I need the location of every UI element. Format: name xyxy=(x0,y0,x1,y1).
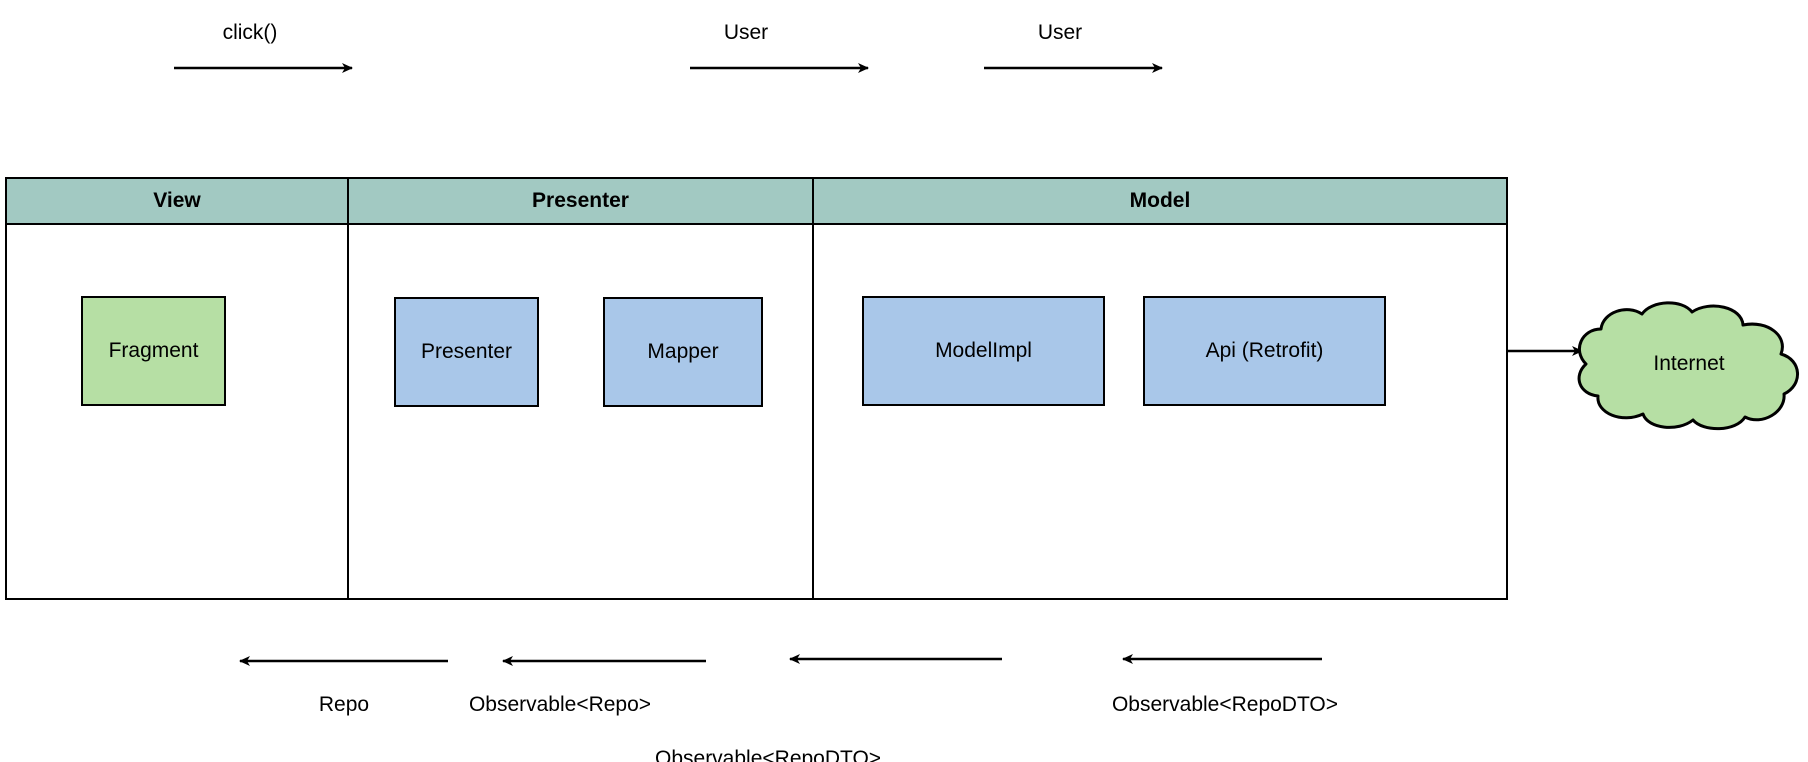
layer-body-presenter: Presenter Mapper xyxy=(349,225,812,598)
top-arrow-label-user-1: User xyxy=(723,21,769,44)
return-label-repo: Repo xyxy=(318,693,370,716)
return-label-line1: Observable<RepoDTO> xyxy=(655,746,882,762)
top-arrow-label-user-2: User xyxy=(1037,21,1083,44)
internet-cloud-shape[interactable] xyxy=(1570,301,1808,431)
component-presenter-label: Presenter xyxy=(420,340,513,364)
top-arrow-label-click: click() xyxy=(222,21,278,44)
layer-body-model: ModelImpl Api (Retrofit) xyxy=(814,225,1506,598)
layer-header-presenter: Presenter xyxy=(349,179,812,225)
architecture-layers-panel: View Fragment Presenter Presenter Mapper… xyxy=(5,177,1508,600)
layer-column-model: Model ModelImpl Api (Retrofit) xyxy=(812,179,1506,598)
component-fragment-label: Fragment xyxy=(108,339,199,363)
component-fragment[interactable]: Fragment xyxy=(81,296,226,406)
layer-column-presenter: Presenter Presenter Mapper xyxy=(347,179,812,598)
return-label-observable-repodto: Observable<RepoDTO> xyxy=(1111,693,1339,716)
layer-column-view: View Fragment xyxy=(7,179,347,598)
component-api-retrofit-label: Api (Retrofit) xyxy=(1205,339,1324,363)
component-mapper-label: Mapper xyxy=(647,340,719,364)
layer-header-view: View xyxy=(7,179,347,225)
internet-cloud-label: Internet xyxy=(1653,352,1725,375)
component-api-retrofit[interactable]: Api (Retrofit) xyxy=(1143,296,1386,406)
component-modelimpl-label: ModelImpl xyxy=(935,339,1032,363)
return-label-observable-repodto-schedulers: Observable<RepoDTO> +schedulersTransform… xyxy=(655,692,885,762)
component-modelimpl[interactable]: ModelImpl xyxy=(862,296,1105,406)
return-label-observable-repo: Observable<Repo> xyxy=(468,693,652,716)
component-mapper[interactable]: Mapper xyxy=(603,297,763,407)
layer-body-view: Fragment xyxy=(7,225,347,598)
layer-header-model: Model xyxy=(814,179,1506,225)
component-presenter[interactable]: Presenter xyxy=(394,297,539,407)
